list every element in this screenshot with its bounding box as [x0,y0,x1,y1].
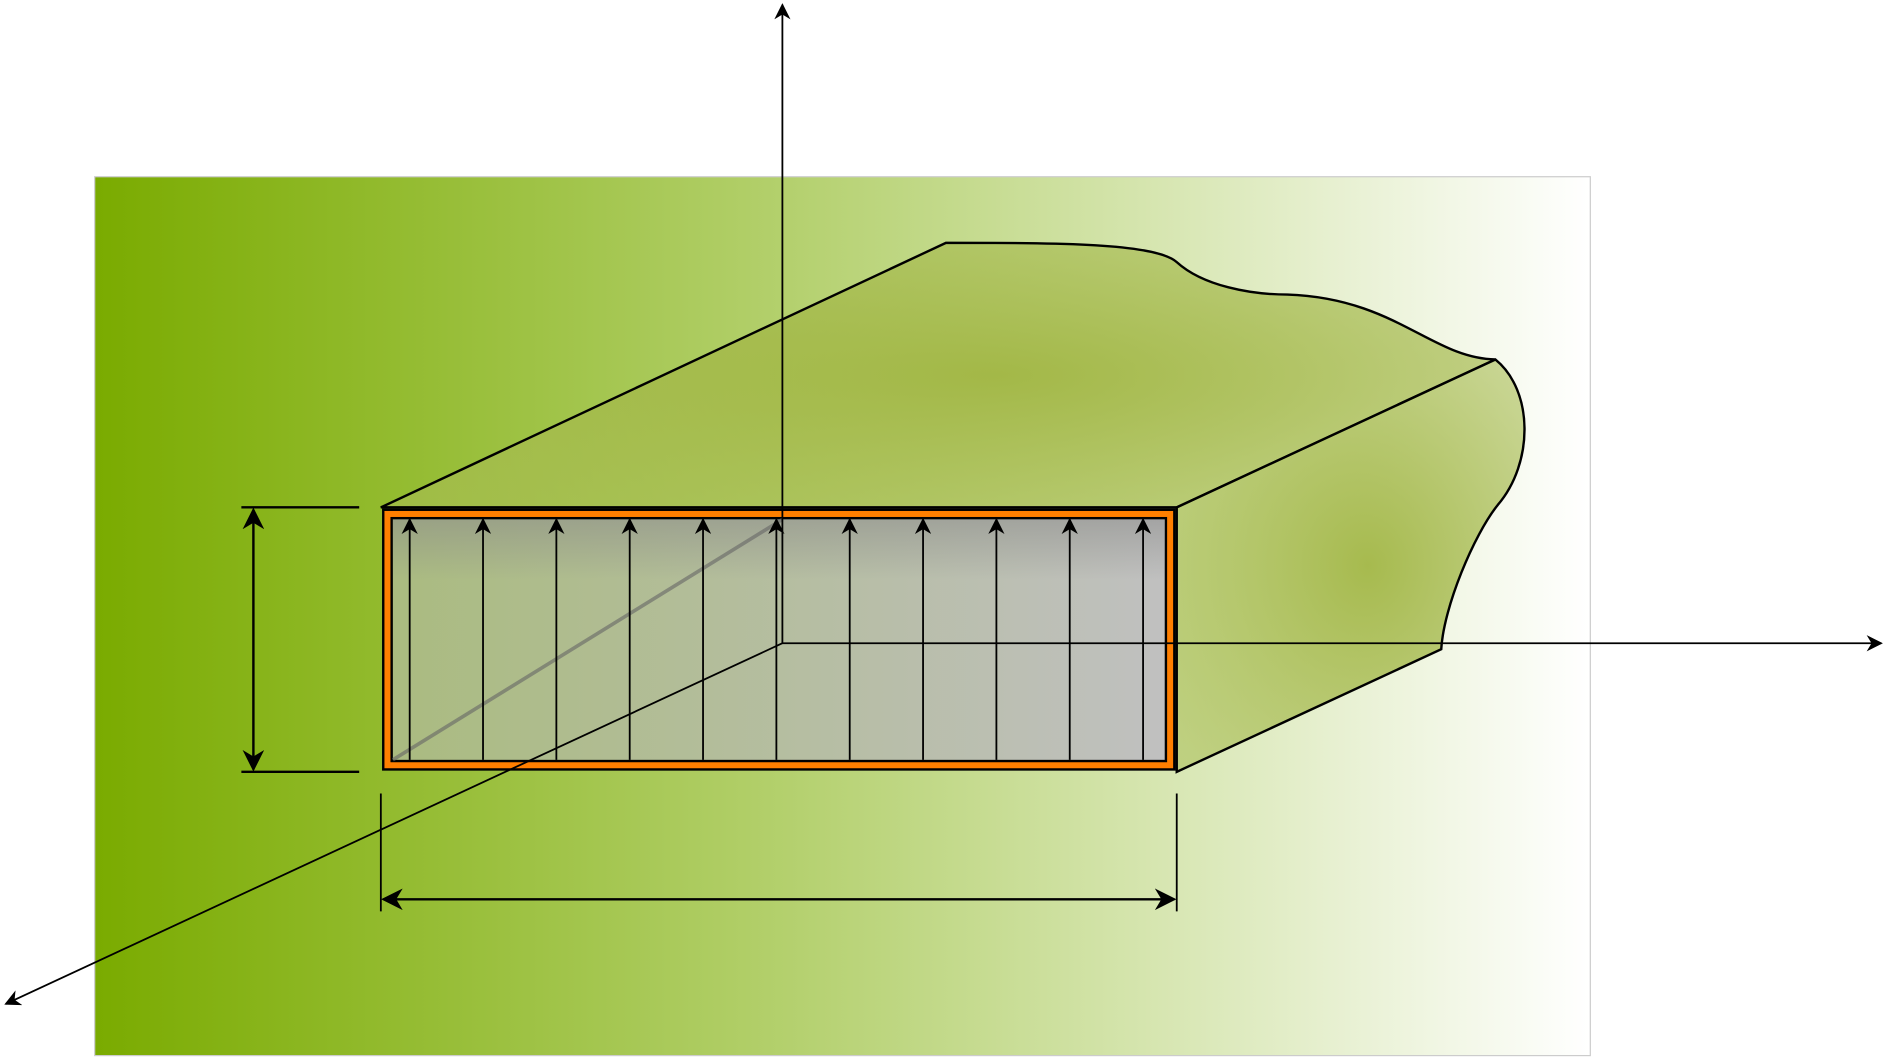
side-face [1175,358,1526,774]
flow-arrows [401,517,1152,760]
top-face [380,241,1496,509]
width-dimension [379,793,1178,912]
solid-body [380,241,1526,774]
hidden-axis [391,517,784,762]
height-dimension [241,506,360,774]
cross-section [382,508,1176,771]
axes [4,3,1883,1006]
y-axis [4,642,783,1006]
